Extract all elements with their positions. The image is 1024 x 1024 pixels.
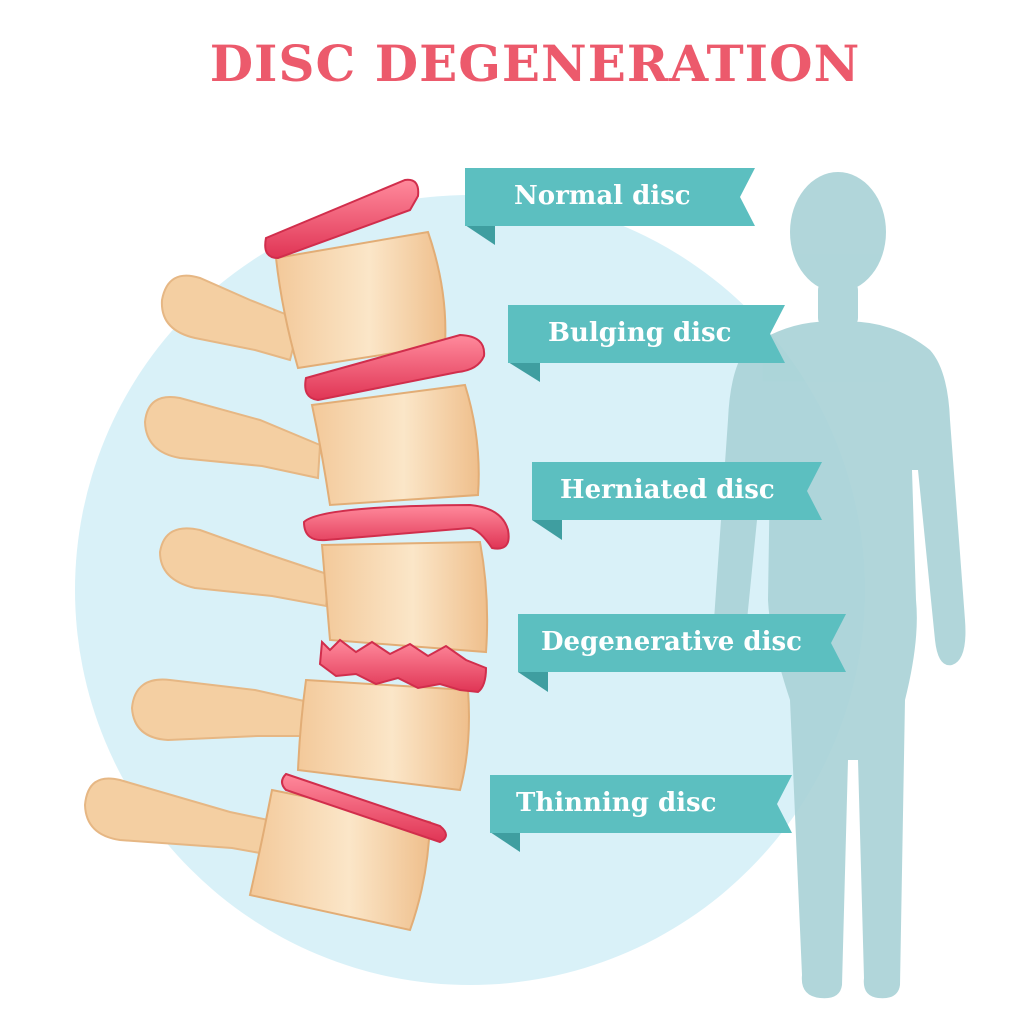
vertebral-bodies (248, 230, 489, 932)
ribbon-normal (465, 168, 755, 226)
label-thinning-disc: Thinning disc (516, 788, 717, 818)
ribbon-herniated (532, 462, 822, 520)
label-bulging-disc: Bulging disc (548, 318, 732, 348)
label-normal-disc: Normal disc (514, 181, 691, 211)
vertebra-2 (310, 383, 480, 507)
disc-bulging (304, 333, 486, 402)
label-degenerative-disc: Degenerative disc (541, 627, 802, 657)
vertebra-4 (296, 678, 470, 792)
ribbon-thinning (490, 775, 792, 833)
discs (264, 178, 510, 844)
page-title: DISC DEGENERATION (209, 34, 861, 93)
ribbon-degenerative (518, 614, 846, 672)
vertebra-3 (320, 540, 489, 654)
label-herniated-disc: Herniated disc (560, 475, 775, 505)
vertebra-processes (83, 274, 332, 860)
ribbons (465, 168, 846, 833)
vertebra-5 (248, 788, 432, 932)
disc-degenerative (318, 638, 488, 694)
disc-normal (264, 178, 420, 260)
disc-herniated (302, 503, 510, 550)
ribbon-folds (465, 225, 562, 852)
ribbon-bulging (508, 305, 785, 363)
disc-thinning (281, 772, 447, 844)
